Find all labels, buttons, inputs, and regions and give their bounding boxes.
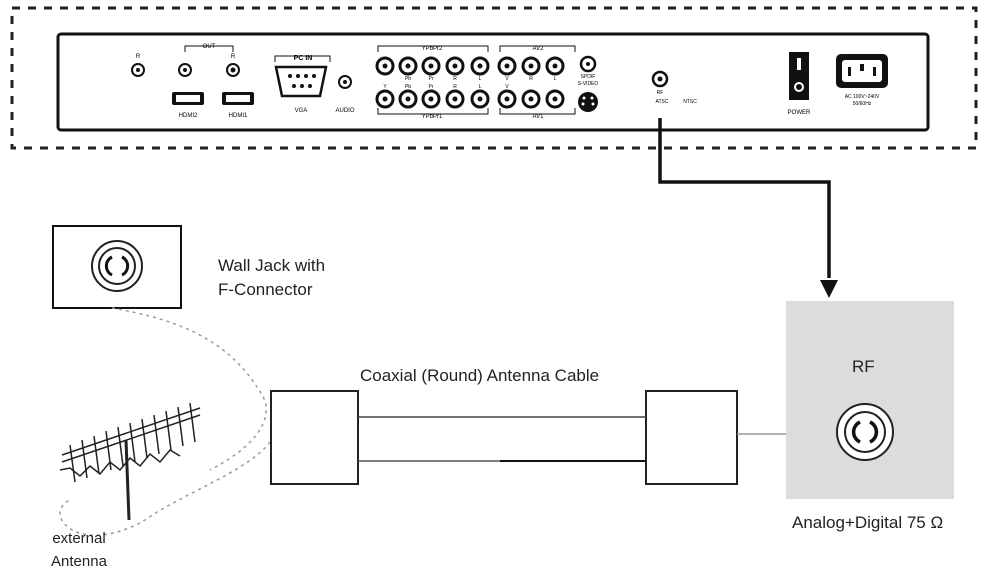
svg-text:AV1: AV1 bbox=[533, 114, 545, 120]
svg-text:NTSC: NTSC bbox=[683, 99, 697, 105]
svg-text:Pb: Pb bbox=[405, 84, 411, 90]
pc-in: PC IN VGA AUDIO bbox=[274, 55, 355, 114]
svg-text:SPDIF: SPDIF bbox=[581, 74, 596, 80]
svg-text:AC 100V~240V: AC 100V~240V bbox=[845, 94, 880, 100]
svg-text:YPbPr2: YPbPr2 bbox=[422, 46, 443, 52]
svg-text:L: L bbox=[479, 76, 482, 82]
antenna-label: external Antenna bbox=[34, 527, 124, 573]
rf-spec-label: Analog+Digital 75 Ω bbox=[792, 513, 944, 532]
svg-text:POWER: POWER bbox=[788, 110, 811, 116]
antenna-icon bbox=[59, 402, 201, 521]
svg-text:ATSC: ATSC bbox=[656, 99, 669, 105]
svg-text:PC IN: PC IN bbox=[294, 55, 313, 62]
wall-jack-label-line2: F-Connector bbox=[218, 280, 313, 299]
rf-box bbox=[786, 301, 954, 499]
signal-line bbox=[658, 118, 831, 278]
svg-text:HDMI2: HDMI2 bbox=[179, 113, 198, 119]
svg-text:R: R bbox=[231, 54, 236, 60]
svg-text:V: V bbox=[505, 76, 509, 82]
svg-text:VGA: VGA bbox=[295, 108, 308, 114]
power-switch: POWER bbox=[788, 52, 811, 116]
svg-text:OUT: OUT bbox=[203, 44, 216, 50]
svg-text:R: R bbox=[529, 76, 533, 82]
rf-label: RF bbox=[852, 357, 875, 376]
antenna-label-line2: Antenna bbox=[51, 553, 107, 570]
tv-panel-outline bbox=[10, 6, 978, 150]
antenna-label-line1: external bbox=[52, 530, 106, 547]
rf-connector-icon bbox=[836, 403, 894, 461]
hdmi-ports: HDMI2 HDMI1 bbox=[172, 92, 254, 119]
svg-text:L: L bbox=[554, 76, 557, 82]
output-jacks: R OUT R bbox=[131, 44, 240, 77]
ac-inlet: AC 100V~240V 50/60Hz bbox=[836, 54, 888, 107]
coaxial-cable bbox=[270, 390, 832, 485]
svg-text:R: R bbox=[453, 76, 457, 82]
f-connector-icon bbox=[91, 240, 143, 292]
svg-text:V: V bbox=[505, 84, 509, 90]
svg-text:AUDIO: AUDIO bbox=[335, 108, 354, 114]
wall-jack-label-line1: Wall Jack with bbox=[218, 256, 326, 275]
wall-jack-label: Wall Jack with F-Connector bbox=[218, 254, 325, 302]
svg-text:Y: Y bbox=[383, 84, 387, 90]
svg-text:Pb: Pb bbox=[405, 76, 411, 82]
svg-text:L: L bbox=[479, 84, 482, 90]
dotted-link-wall bbox=[111, 307, 267, 471]
arrow-head bbox=[820, 280, 838, 298]
svg-text:R: R bbox=[453, 84, 457, 90]
svg-text:R: R bbox=[136, 54, 141, 60]
svg-text:S-VIDEO: S-VIDEO bbox=[578, 81, 599, 87]
svg-text:YPbPr1: YPbPr1 bbox=[422, 114, 443, 120]
svg-text:Pr: Pr bbox=[429, 76, 434, 82]
rf-jack-panel: RF ATSC NTSC bbox=[651, 70, 697, 105]
cable-label: Coaxial (Round) Antenna Cable bbox=[360, 366, 600, 385]
component-av-jacks: YPbPr2 YPbPr1 AV2 AV1 Pb Pr R L V R L SP… bbox=[375, 45, 599, 120]
svg-text:50/60Hz: 50/60Hz bbox=[853, 101, 872, 107]
dotted-link-antenna bbox=[59, 441, 271, 536]
svg-text:AV2: AV2 bbox=[533, 46, 545, 52]
svg-text:HDMI1: HDMI1 bbox=[229, 113, 248, 119]
svg-text:Pr: Pr bbox=[429, 84, 434, 90]
svg-text:RF: RF bbox=[657, 90, 664, 96]
